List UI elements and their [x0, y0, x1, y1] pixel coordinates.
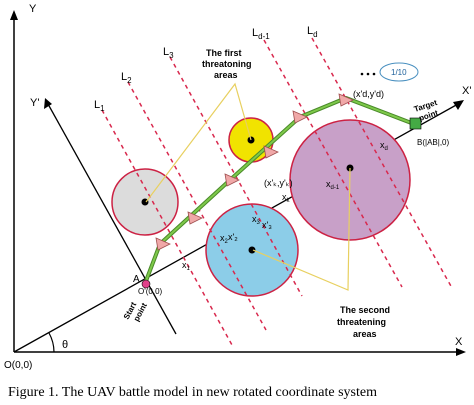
- x-prime-arrowhead: [453, 100, 464, 110]
- point-x2-prime: x'₂: [228, 232, 238, 242]
- first-threat-label-2: threatoning: [202, 59, 252, 69]
- second-threat-label-1: The second: [340, 305, 390, 315]
- tick-xk: xk: [282, 192, 291, 204]
- point-xd-yd: (x'd,y'd): [353, 89, 384, 99]
- line-label-l3: L3: [163, 46, 174, 60]
- y-prime-arrowhead: [44, 98, 52, 109]
- second-threat-label-3: areas: [353, 329, 377, 339]
- callout-first-threat: [145, 82, 252, 203]
- theta-label: θ: [62, 339, 68, 351]
- start-point-marker: [141, 279, 151, 289]
- first-threat-label-1: The first: [206, 48, 242, 58]
- scale-label: 1/10: [391, 68, 407, 77]
- x-axis-label: X: [455, 336, 463, 348]
- center-blue: [248, 246, 256, 254]
- theta-arc: [48, 332, 55, 353]
- x-prime-label: X': [462, 85, 471, 97]
- x-axis-arrowhead: [456, 348, 466, 356]
- origin-label: O(0,0): [4, 360, 32, 371]
- line-label-ld: Ld: [307, 25, 318, 39]
- line-label-l1: L1: [94, 99, 105, 113]
- callout-second-threat: [252, 167, 351, 291]
- direction-marker-6: [338, 93, 354, 107]
- y-axis-arrowhead: [10, 10, 18, 20]
- scale-dot-1: [360, 72, 364, 76]
- direction-marker-4: [263, 145, 279, 159]
- direction-marker-5: [292, 110, 308, 124]
- tick-x1: x1: [182, 260, 191, 272]
- scale-ellipse: [379, 62, 419, 82]
- y-prime-label: Y': [30, 97, 39, 109]
- direction-marker-3: [224, 173, 240, 187]
- tick-xd: xd: [380, 140, 388, 152]
- direction-markers: [155, 93, 354, 251]
- y-prime-axis-line: [47, 103, 177, 335]
- line-label-ld-1: Ld-1: [252, 27, 270, 41]
- main-axes: [10, 10, 466, 356]
- target-coord-label: B(|AB|,0): [417, 138, 450, 147]
- tick-x2: x2: [220, 233, 229, 245]
- tick-xd-1: xd-1: [326, 179, 340, 191]
- start-origin-label: O'(0,0): [138, 287, 163, 296]
- direction-marker-2: [187, 211, 203, 225]
- tick-x3: x3: [252, 214, 261, 226]
- direction-marker-1: [155, 237, 171, 251]
- first-threat-label-3: areas: [214, 70, 238, 80]
- scale-dot-2: [366, 72, 370, 76]
- line-label-l2: L2: [121, 71, 132, 85]
- start-point-letter: A: [133, 274, 140, 285]
- dashed-line-ld-1: [263, 39, 403, 288]
- scale-dot-3: [372, 72, 376, 76]
- point-xk-yk: (x'ₖ,y'ₖ): [264, 178, 293, 188]
- figure-caption: Figure 1. The UAV battle model in new ro…: [8, 385, 377, 400]
- y-axis-label: Y: [29, 3, 37, 15]
- point-x3-prime: x'₃: [262, 220, 272, 230]
- second-threat-label-2: threatening: [337, 317, 386, 327]
- target-point-marker: [409, 117, 422, 130]
- callout-lines: [145, 82, 351, 291]
- threat-circles: [111, 117, 411, 297]
